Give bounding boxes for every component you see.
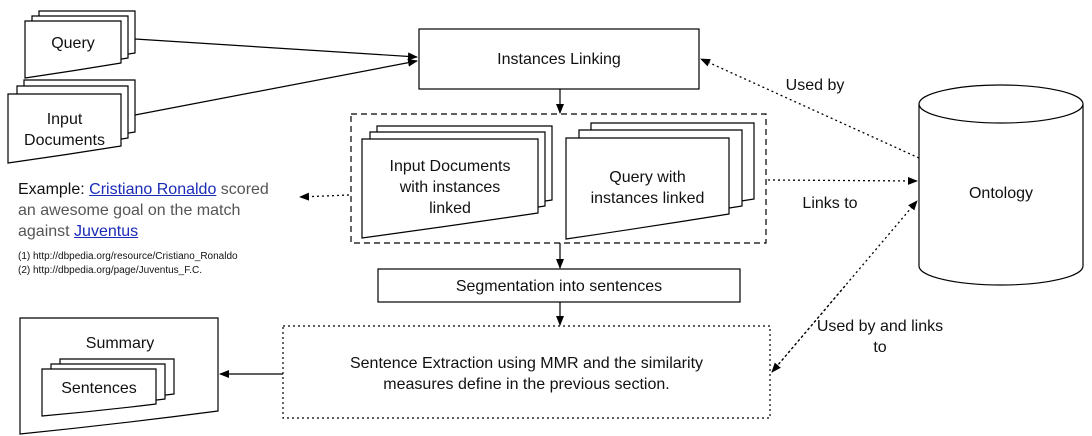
sentence-extraction-line2: measures define in the previous section. xyxy=(383,376,670,393)
linked-input-docs-label: Input Documents with instances linked xyxy=(362,156,538,219)
dotted-arrows xyxy=(299,58,920,373)
used-by-label: Used by xyxy=(785,77,845,94)
linked-input-docs-line1: Input Documents xyxy=(389,158,511,175)
linked-docs-container xyxy=(350,113,767,244)
instances-linking-box xyxy=(418,28,700,90)
links-to-label: Links to xyxy=(802,195,858,212)
entity-link-cristiano-ronaldo[interactable]: Cristiano Ronaldo xyxy=(89,181,217,198)
query-label: Query xyxy=(51,35,95,52)
ontology-cylinder xyxy=(918,84,1084,286)
input-documents-label: Input Documents xyxy=(8,109,121,151)
used-by-links-to-line1: Used by and links xyxy=(816,318,944,335)
summary-label: Summary xyxy=(85,335,155,352)
input-doc-stack xyxy=(7,79,136,164)
example-text: Example: Cristiano Ronaldo scored an awe… xyxy=(18,179,288,242)
example-middle: scored an awesome goal on the match agai… xyxy=(18,181,269,240)
arrow-docs-to-linking xyxy=(134,58,418,116)
used-by-links-to-line2: to xyxy=(873,339,887,356)
linked-input-docs-stack xyxy=(361,125,553,239)
input-documents-line2: Documents xyxy=(24,132,105,149)
linked-query-line2: instances linked xyxy=(590,190,705,207)
linked-input-docs-line2: with instances xyxy=(399,179,501,196)
sentences-label: Sentences xyxy=(61,380,137,397)
arrow-links-to-ontology xyxy=(767,176,918,185)
linked-query-line1: Query with xyxy=(609,169,686,186)
sentences-doc-stack xyxy=(41,358,175,417)
query-doc-stack xyxy=(24,10,136,79)
arrow-extraction-ontology-out xyxy=(771,200,918,373)
instances-linking-label: Instances Linking xyxy=(497,51,621,68)
input-documents-line1: Input xyxy=(46,111,83,128)
sentence-extraction-box xyxy=(282,325,771,419)
segmentation-label: Segmentation into sentences xyxy=(455,278,663,295)
example-references: (1) http://dbpedia.org/resource/Cristian… xyxy=(18,250,238,278)
solid-arrows xyxy=(134,38,564,378)
sentence-extraction-label: Sentence Extraction using MMR and the si… xyxy=(283,353,770,395)
sentence-extraction-line1: Sentence Extraction using MMR and the si… xyxy=(349,355,704,372)
linked-query-label: Query with instances linked xyxy=(566,167,729,209)
arrow-query-to-linking xyxy=(134,38,418,61)
linked-query-stack xyxy=(565,122,755,240)
arrow-container-to-example xyxy=(299,192,350,201)
reference-2: (2) http://dbpedia.org/page/Juventus_F.C… xyxy=(18,265,203,276)
ontology-label: Ontology xyxy=(968,185,1034,202)
example-prefix: Example: xyxy=(18,181,85,198)
linked-input-docs-line3: linked xyxy=(429,200,471,217)
arrow-extraction-ontology-in xyxy=(771,285,846,373)
reference-1: (1) http://dbpedia.org/resource/Cristian… xyxy=(18,251,238,262)
entity-link-juventus[interactable]: Juventus xyxy=(74,223,139,240)
segmentation-box xyxy=(377,268,741,303)
used-by-links-to-label: Used by and links to xyxy=(815,316,945,358)
